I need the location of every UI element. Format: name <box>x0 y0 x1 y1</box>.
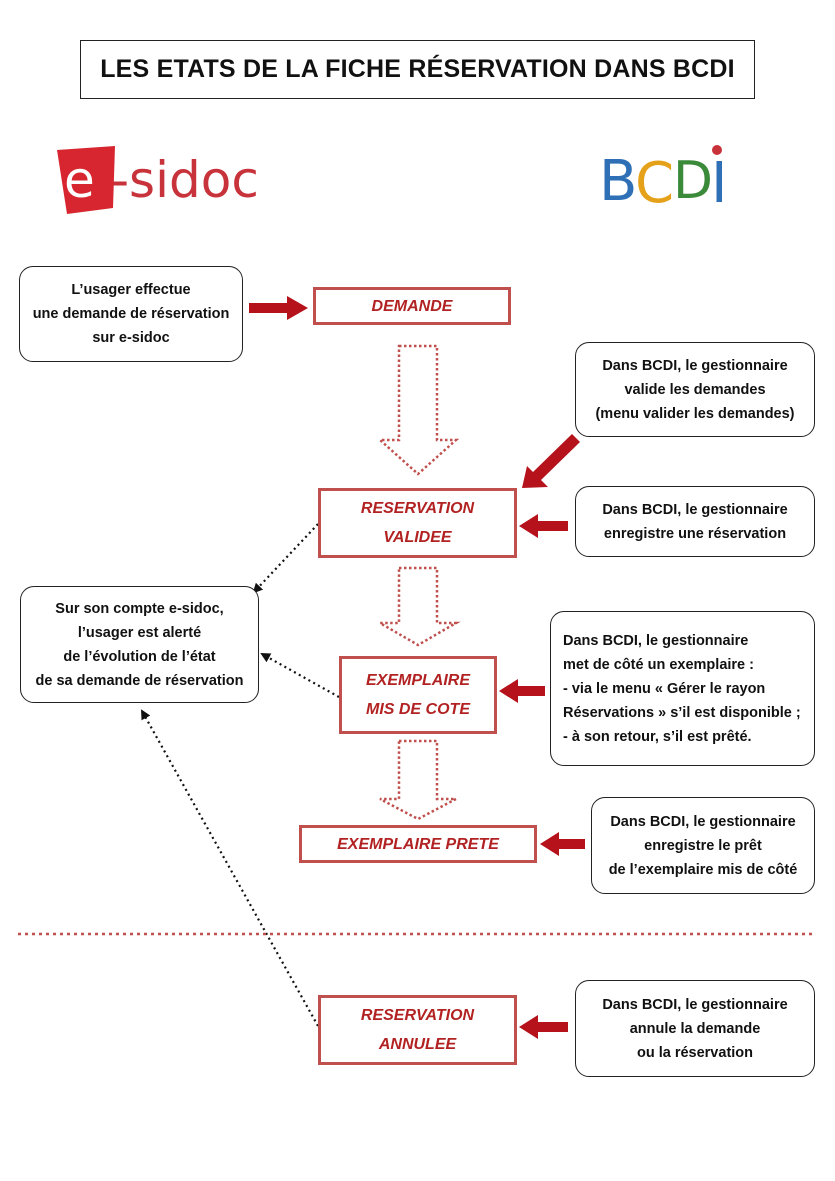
note-usager-demande: L’usager effectue une demande de réserva… <box>19 266 243 362</box>
state-mis-de-cote-line-2: MIS DE COTE <box>365 701 470 718</box>
arrow-valide-diagonal <box>522 434 580 488</box>
title-text: LES ETATS DE LA FICHE RÉSERVATION DANS B… <box>100 55 735 83</box>
arrow-demande <box>249 296 308 320</box>
note-line: Dans BCDI, le gestionnaire <box>610 813 796 830</box>
note-enregistre-pret: Dans BCDI, le gestionnaire enregistre le… <box>591 797 815 894</box>
connector-mis-de-cote <box>260 653 340 698</box>
state-validee-line-2: VALIDEE <box>383 529 452 546</box>
note-line: enregistre une réservation <box>603 525 787 542</box>
esidoc-logo: e-sidoc e -sidoc <box>55 142 265 220</box>
note-annule: Dans BCDI, le gestionnaire annule la dem… <box>575 980 815 1077</box>
flow-arrow-3 <box>379 739 457 821</box>
svg-text:C: C <box>635 151 674 216</box>
arrow-prete <box>540 832 585 856</box>
note-line: - via le menu « Gérer le rayon <box>563 680 766 697</box>
note-line: Dans BCDI, le gestionnaire <box>602 501 788 518</box>
note-line: met de côté un exemplaire : <box>563 656 754 673</box>
note-line: (menu valider les demandes) <box>595 405 795 422</box>
note-usager-alerte: Sur son compte e-sidoc, l’usager est ale… <box>20 586 259 703</box>
state-reservation-annulee: RESERVATION ANNULEE <box>318 995 517 1065</box>
state-prete-label: EXEMPLAIRE PRETE <box>337 835 499 853</box>
bcdi-logo: B C D I <box>595 138 735 223</box>
flow-arrow-2 <box>375 566 461 647</box>
note-line: de l’exemplaire mis de côté <box>608 861 798 878</box>
note-line: Sur son compte e-sidoc, <box>55 600 224 617</box>
state-demande: DEMANDE <box>313 287 511 325</box>
note-line: sur e-sidoc <box>92 330 170 346</box>
note-met-de-cote: Dans BCDI, le gestionnaire met de côté u… <box>550 611 815 766</box>
state-annulee-line-1: RESERVATION <box>360 1007 475 1024</box>
arrow-annule <box>519 1015 568 1039</box>
connector-annulee <box>141 709 319 1027</box>
note-line: Dans BCDI, le gestionnaire <box>563 632 749 649</box>
note-line: annule la demande <box>629 1020 761 1037</box>
svg-text:-sidoc: -sidoc <box>111 151 259 209</box>
arrow-enregistre <box>519 514 568 538</box>
note-valide-demandes: Dans BCDI, le gestionnaire valide les de… <box>575 342 815 437</box>
note-line: valide les demandes <box>624 381 766 398</box>
svg-text:e: e <box>64 151 95 209</box>
note-enregistre-reservation: Dans BCDI, le gestionnaire enregistre un… <box>575 486 815 557</box>
note-line: Réservations » s’il est disponible ; <box>563 704 801 721</box>
state-annulee-line-2: ANNULEE <box>378 1036 457 1053</box>
state-mis-de-cote-line-1: EXEMPLAIRE <box>365 672 470 689</box>
note-line: l’usager est alerté <box>77 624 202 641</box>
state-reservation-validee: RESERVATION VALIDEE <box>318 488 517 558</box>
note-line: ou la réservation <box>636 1044 754 1061</box>
flow-arrow-1 <box>376 344 460 476</box>
arrow-mis-de-cote <box>499 679 545 703</box>
note-line: de sa demande de réservation <box>35 672 244 689</box>
note-line: enregistre le prêt <box>644 837 762 854</box>
note-line: - à son retour, s’il est prêté. <box>563 728 752 745</box>
connector-validee <box>252 523 319 594</box>
state-exemplaire-mis-de-cote: EXEMPLAIRE MIS DE COTE <box>339 656 497 734</box>
state-demande-label: DEMANDE <box>371 297 453 315</box>
state-validee-line-1: RESERVATION <box>360 500 475 517</box>
state-exemplaire-prete: EXEMPLAIRE PRETE <box>299 825 537 863</box>
note-line: Dans BCDI, le gestionnaire <box>602 996 788 1013</box>
svg-text:I: I <box>711 151 728 216</box>
note-line: L’usager effectue <box>71 282 191 298</box>
note-line: Dans BCDI, le gestionnaire <box>602 357 788 374</box>
svg-text:D: D <box>673 151 713 211</box>
note-line: une demande de réservation <box>32 306 230 322</box>
svg-text:B: B <box>599 149 637 214</box>
note-line: de l’évolution de l’état <box>63 648 216 665</box>
page-title: LES ETATS DE LA FICHE RÉSERVATION DANS B… <box>80 40 755 99</box>
